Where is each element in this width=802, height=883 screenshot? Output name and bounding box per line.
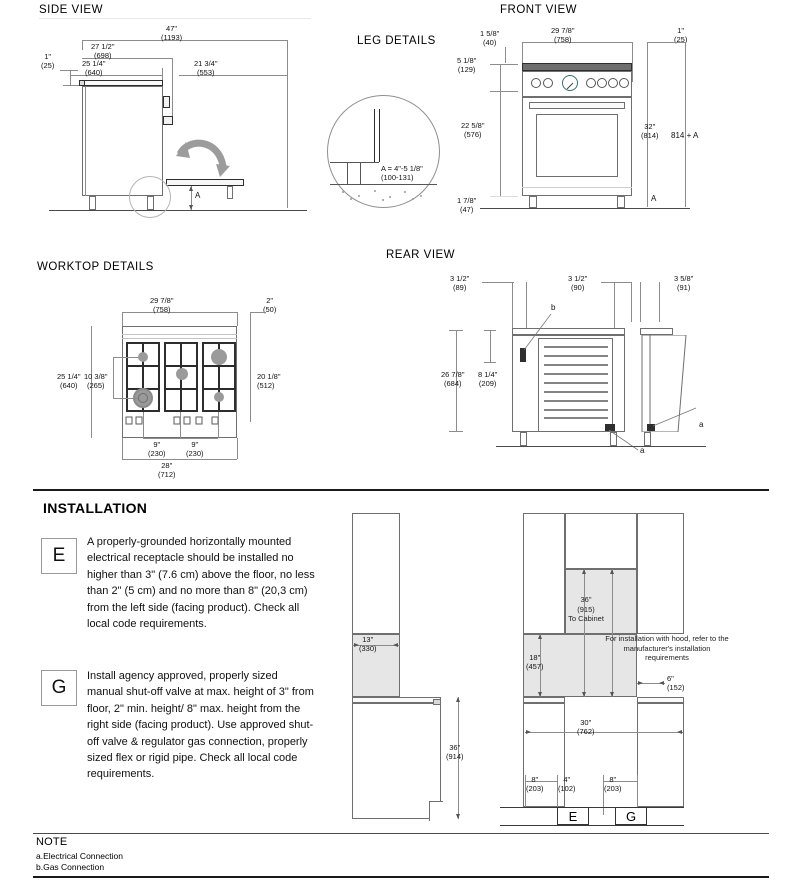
gas-connection-marker bbox=[520, 348, 526, 362]
dial-pointer-icon bbox=[565, 78, 575, 90]
front-view-title: FRONT VIEW bbox=[500, 4, 577, 16]
front-view-drawing: 29 7/8" (758) 1 5/8" (40) 1" (25) 5 1/8"… bbox=[455, 18, 800, 228]
installation-diagram: 13" (330) 36" (914) 18" (457) 36" (915) … bbox=[345, 513, 785, 826]
worktop-details-title: WORKTOP DETAILS bbox=[37, 261, 154, 273]
a2-leader-line bbox=[652, 406, 702, 432]
rear-dim-3-5-b: 3 1/2" (90) bbox=[568, 274, 588, 292]
rear-marker-a2: a bbox=[699, 420, 704, 429]
inst-dim-8-right: 8" (203) bbox=[604, 775, 622, 793]
worktop-dim-9-right: 9" (230) bbox=[186, 440, 204, 458]
inst-dim-13: 13" (330) bbox=[359, 635, 377, 653]
worktop-dim-25-25: 25 1/4" (640) bbox=[57, 372, 81, 390]
inst-dim-36-left: 36" (914) bbox=[446, 743, 464, 761]
worktop-dim-9-left: 9" (230) bbox=[148, 440, 166, 458]
rear-panel bbox=[538, 338, 613, 432]
rear-view-drawing: 3 1/2" (89) 3 1/2" (90) 3 5/8" (91) 26 7… bbox=[386, 270, 796, 460]
inst-dim-36-cabinet: 36" (915) To Cabinet bbox=[568, 595, 604, 623]
note-title: NOTE bbox=[36, 836, 68, 848]
diagram-marker-e: E bbox=[557, 807, 589, 825]
front-dim-1-875: 1 7/8" (47) bbox=[457, 196, 477, 214]
oven-handle[interactable] bbox=[529, 102, 625, 109]
front-dim-5-125: 5 1/8" (129) bbox=[457, 56, 477, 74]
b-leader-line bbox=[523, 312, 559, 352]
oven-dial-icon[interactable] bbox=[562, 75, 578, 91]
rear-marker-a1: a bbox=[640, 446, 645, 455]
rear-marker-b: b bbox=[551, 303, 556, 312]
note-line-b: b.Gas Connection bbox=[36, 862, 105, 872]
leg-details-drawing: A = 4"-5 1/8" (100-131) bbox=[327, 95, 442, 210]
side-dim-21-75: 21 3/4" (553) bbox=[194, 59, 218, 77]
inst-dim-8-left: 8" (203) bbox=[526, 775, 544, 793]
diagram-marker-g: G bbox=[615, 807, 647, 825]
worktop-dim-29-875: 29 7/8" (758) bbox=[150, 296, 174, 314]
worktop-drawing: 29 7/8" (758) 2" (50) 25 bbox=[57, 296, 350, 480]
installation-text-e: A properly-grounded horizontally mounted… bbox=[87, 536, 315, 631]
front-total-note: 814 + A bbox=[671, 131, 699, 140]
inst-dim-6: 6" (152) bbox=[667, 674, 685, 692]
inst-dim-18: 18" (457) bbox=[526, 653, 544, 671]
burner-left-rear bbox=[138, 352, 148, 362]
front-dim-1: 1" (25) bbox=[674, 26, 688, 44]
front-dim-22-625: 22 5/8" (576) bbox=[461, 121, 485, 139]
worktop-dim-10-375: 10 3/8" (265) bbox=[84, 372, 108, 390]
vent-louvers bbox=[544, 345, 608, 420]
installation-title: INSTALLATION bbox=[43, 500, 148, 516]
front-dim-1-625: 1 5/8" (40) bbox=[480, 29, 500, 47]
code-box-e: E bbox=[41, 538, 77, 574]
inst-dim-4: 4" (102) bbox=[558, 775, 576, 793]
installation-text-g: Install agency approved, properly sized … bbox=[87, 670, 314, 781]
side-dim-25-25: 25 1/4" (640) bbox=[82, 59, 106, 77]
burner-right-rear bbox=[211, 349, 227, 365]
side-dim-1: 1" (25) bbox=[41, 52, 55, 70]
side-view-drawing: 47" (1193) 27 1/2" (698) 25 1/4" (640) 2… bbox=[39, 18, 311, 240]
side-marker-a: A bbox=[195, 191, 201, 200]
hood-note: For installation with hood, refer to the… bbox=[605, 634, 729, 662]
front-dim-29-875: 29 7/8" (758) bbox=[551, 26, 575, 44]
burner-right-front bbox=[214, 392, 224, 402]
oven-window bbox=[536, 114, 618, 177]
worktop-dim-28: 28" (712) bbox=[158, 461, 176, 479]
note-line-a: a.Electrical Connection bbox=[36, 851, 123, 861]
rear-side-profile bbox=[640, 334, 690, 433]
burner-left-front-inner bbox=[138, 393, 148, 403]
rear-dim-3-5-a: 3 1/2" (89) bbox=[450, 274, 470, 292]
front-dim-32: 32" (814) bbox=[641, 122, 659, 140]
side-view-title: SIDE VIEW bbox=[39, 4, 103, 16]
burner-center bbox=[176, 368, 188, 380]
rear-view-title: REAR VIEW bbox=[386, 249, 456, 261]
side-dim-27-5: 27 1/2" (698) bbox=[91, 42, 115, 60]
floor-hatch bbox=[335, 188, 431, 202]
leg-callout: A = 4"-5 1/8" (100-131) bbox=[381, 164, 423, 182]
side-dim-47: 47" (1193) bbox=[161, 24, 183, 42]
inst-dim-30: 30" (762) bbox=[577, 718, 595, 736]
rear-dim-8-25: 8 1/4" (209) bbox=[478, 370, 498, 388]
electrical-connection-marker-1 bbox=[605, 424, 615, 431]
worktop-dim-2: 2" (50) bbox=[263, 296, 277, 314]
worktop-front-clips bbox=[122, 412, 237, 425]
door-swing-arrow-icon bbox=[174, 136, 234, 181]
leg-details-title: LEG DETAILS bbox=[357, 35, 436, 47]
rear-dim-26-875: 26 7/8" (684) bbox=[441, 370, 465, 388]
rear-dim-3-625: 3 5/8" (91) bbox=[674, 274, 694, 292]
cooktop-strip bbox=[525, 65, 629, 78]
front-marker-a: A bbox=[651, 194, 657, 203]
worktop-dim-20-125: 20 1/8" (512) bbox=[257, 372, 281, 390]
electrical-connection-marker-2 bbox=[647, 424, 655, 431]
code-box-g: G bbox=[41, 670, 77, 706]
